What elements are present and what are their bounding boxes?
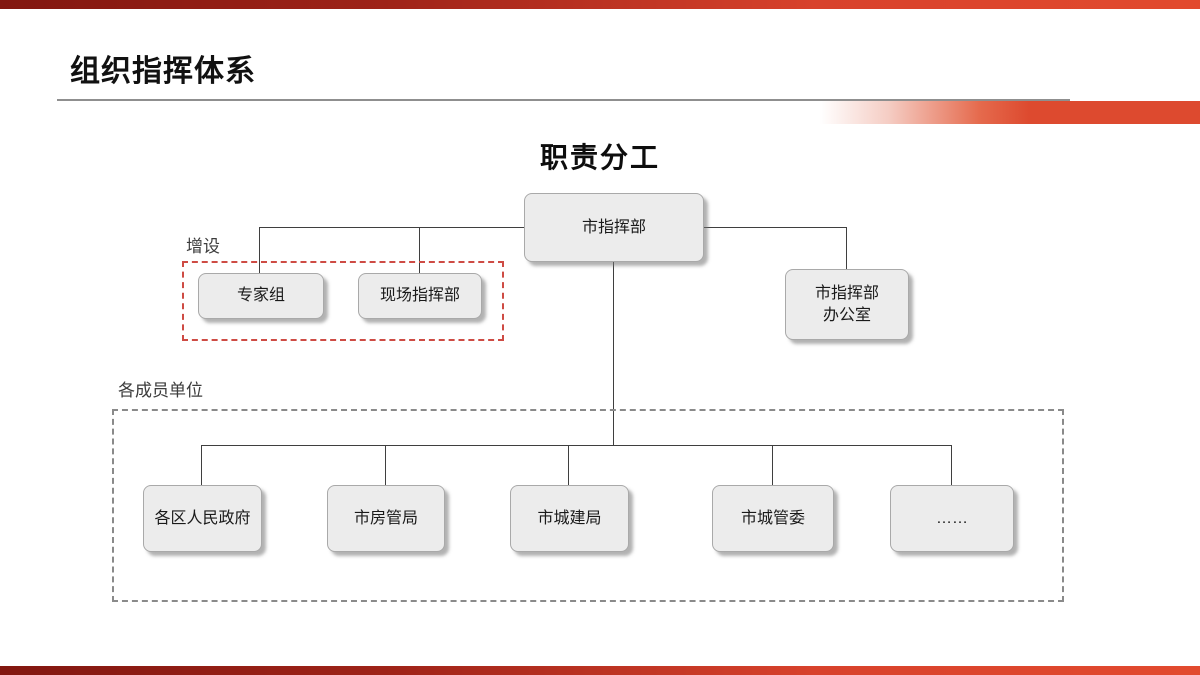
member-units-label: 各成员单位 bbox=[118, 381, 203, 400]
connector-root-main-vertical bbox=[613, 260, 614, 445]
header-divider-line bbox=[57, 99, 1070, 101]
connector-member-drop-5 bbox=[951, 445, 952, 485]
org-node-label: 各区人民政府 bbox=[154, 509, 251, 527]
org-node-label: 现场指挥部 bbox=[379, 287, 460, 304]
bottom-accent-bar bbox=[0, 666, 1200, 675]
connector-members-distribution-horizontal bbox=[201, 445, 952, 446]
org-node-label: …… bbox=[936, 509, 968, 527]
org-node-urban-construction-bureau: 市城建局 bbox=[510, 485, 629, 552]
connector-office-drop bbox=[846, 227, 847, 269]
added-group-label: 增设 bbox=[186, 237, 220, 256]
org-node-ellipsis-others: …… bbox=[890, 485, 1014, 552]
connector-root-to-office-horizontal bbox=[702, 227, 846, 228]
org-node-urban-management-committee: 市城管委 bbox=[712, 485, 834, 552]
org-node-onsite-command: 现场指挥部 bbox=[358, 273, 482, 319]
org-node-label: 市房管局 bbox=[353, 509, 418, 527]
added-group-dashed-frame bbox=[182, 261, 504, 341]
org-node-command-office: 市指挥部 办公室 bbox=[785, 269, 909, 340]
connector-member-drop-4 bbox=[772, 445, 773, 485]
member-units-dashed-frame bbox=[112, 409, 1064, 602]
org-node-label: 市城管委 bbox=[740, 509, 805, 527]
org-node-label: 市指挥部 bbox=[581, 218, 646, 236]
org-node-housing-bureau: 市房管局 bbox=[327, 485, 445, 552]
connector-member-drop-2 bbox=[385, 445, 386, 485]
org-node-label-line2: 办公室 bbox=[822, 306, 871, 324]
page-title: 组织指挥体系 bbox=[70, 55, 256, 88]
chart-title: 职责分工 bbox=[539, 142, 660, 173]
org-node-label: 专家组 bbox=[236, 287, 285, 304]
connector-root-to-added-horizontal bbox=[259, 227, 524, 228]
connector-member-drop-3 bbox=[568, 445, 569, 485]
connector-onsite-drop bbox=[419, 227, 420, 273]
header-accent-gradient-bar bbox=[820, 101, 1200, 124]
org-node-label-line1: 市指挥部 bbox=[814, 284, 879, 302]
top-accent-bar bbox=[0, 0, 1200, 9]
org-node-district-governments: 各区人民政府 bbox=[143, 485, 262, 552]
org-node-label: 市城建局 bbox=[537, 509, 602, 527]
org-node-city-command: 市指挥部 bbox=[524, 193, 704, 262]
connector-expert-drop bbox=[259, 227, 260, 273]
connector-member-drop-1 bbox=[201, 445, 202, 485]
org-node-expert-group: 专家组 bbox=[198, 273, 324, 319]
